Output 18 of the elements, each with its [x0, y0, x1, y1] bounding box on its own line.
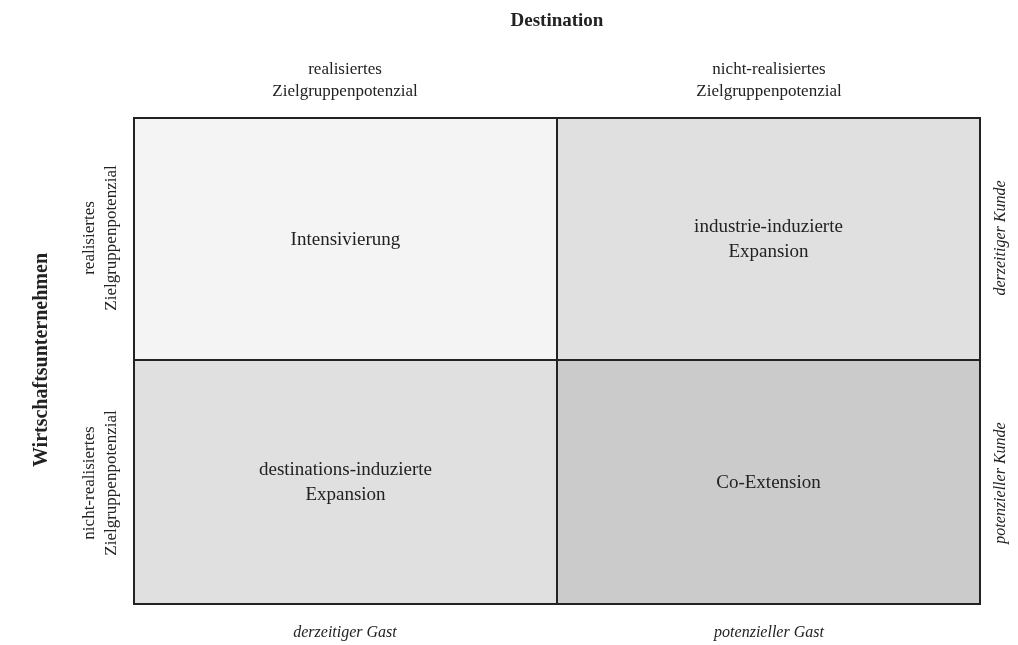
axis-title: Wirtschaftsunternehmen	[28, 251, 52, 470]
quadrant-cell	[556, 117, 981, 361]
column-header: realisiertes Zielgruppenpotenzial	[271, 57, 419, 102]
quadrant-cell	[133, 117, 558, 361]
quadrant-label: Co-Extension	[716, 469, 821, 494]
quadrant-label: industrie-induzierte Expansion	[693, 214, 844, 263]
row-note: derzeitiger Kunde	[989, 179, 1010, 298]
quadrant-label: Intensivierung	[290, 226, 401, 251]
quadrant-cell	[133, 359, 558, 605]
row-header: realisiertes Zielgruppenpotenzial	[77, 164, 121, 313]
row-header: nicht-realisiertes Zielgruppenpotenzial	[77, 409, 121, 558]
column-note: potenzieller Gast	[712, 621, 825, 643]
column-header: nicht-realisiertes Zielgruppenpotenzial	[695, 57, 843, 102]
column-note: derzeitiger Gast	[292, 621, 398, 643]
row-note: potenzieller Kunde	[989, 421, 1010, 547]
quadrant-cell	[556, 359, 981, 605]
quadrant-label: destinations-induzierte Expansion	[257, 457, 434, 506]
axis-title: Destination	[509, 7, 605, 32]
